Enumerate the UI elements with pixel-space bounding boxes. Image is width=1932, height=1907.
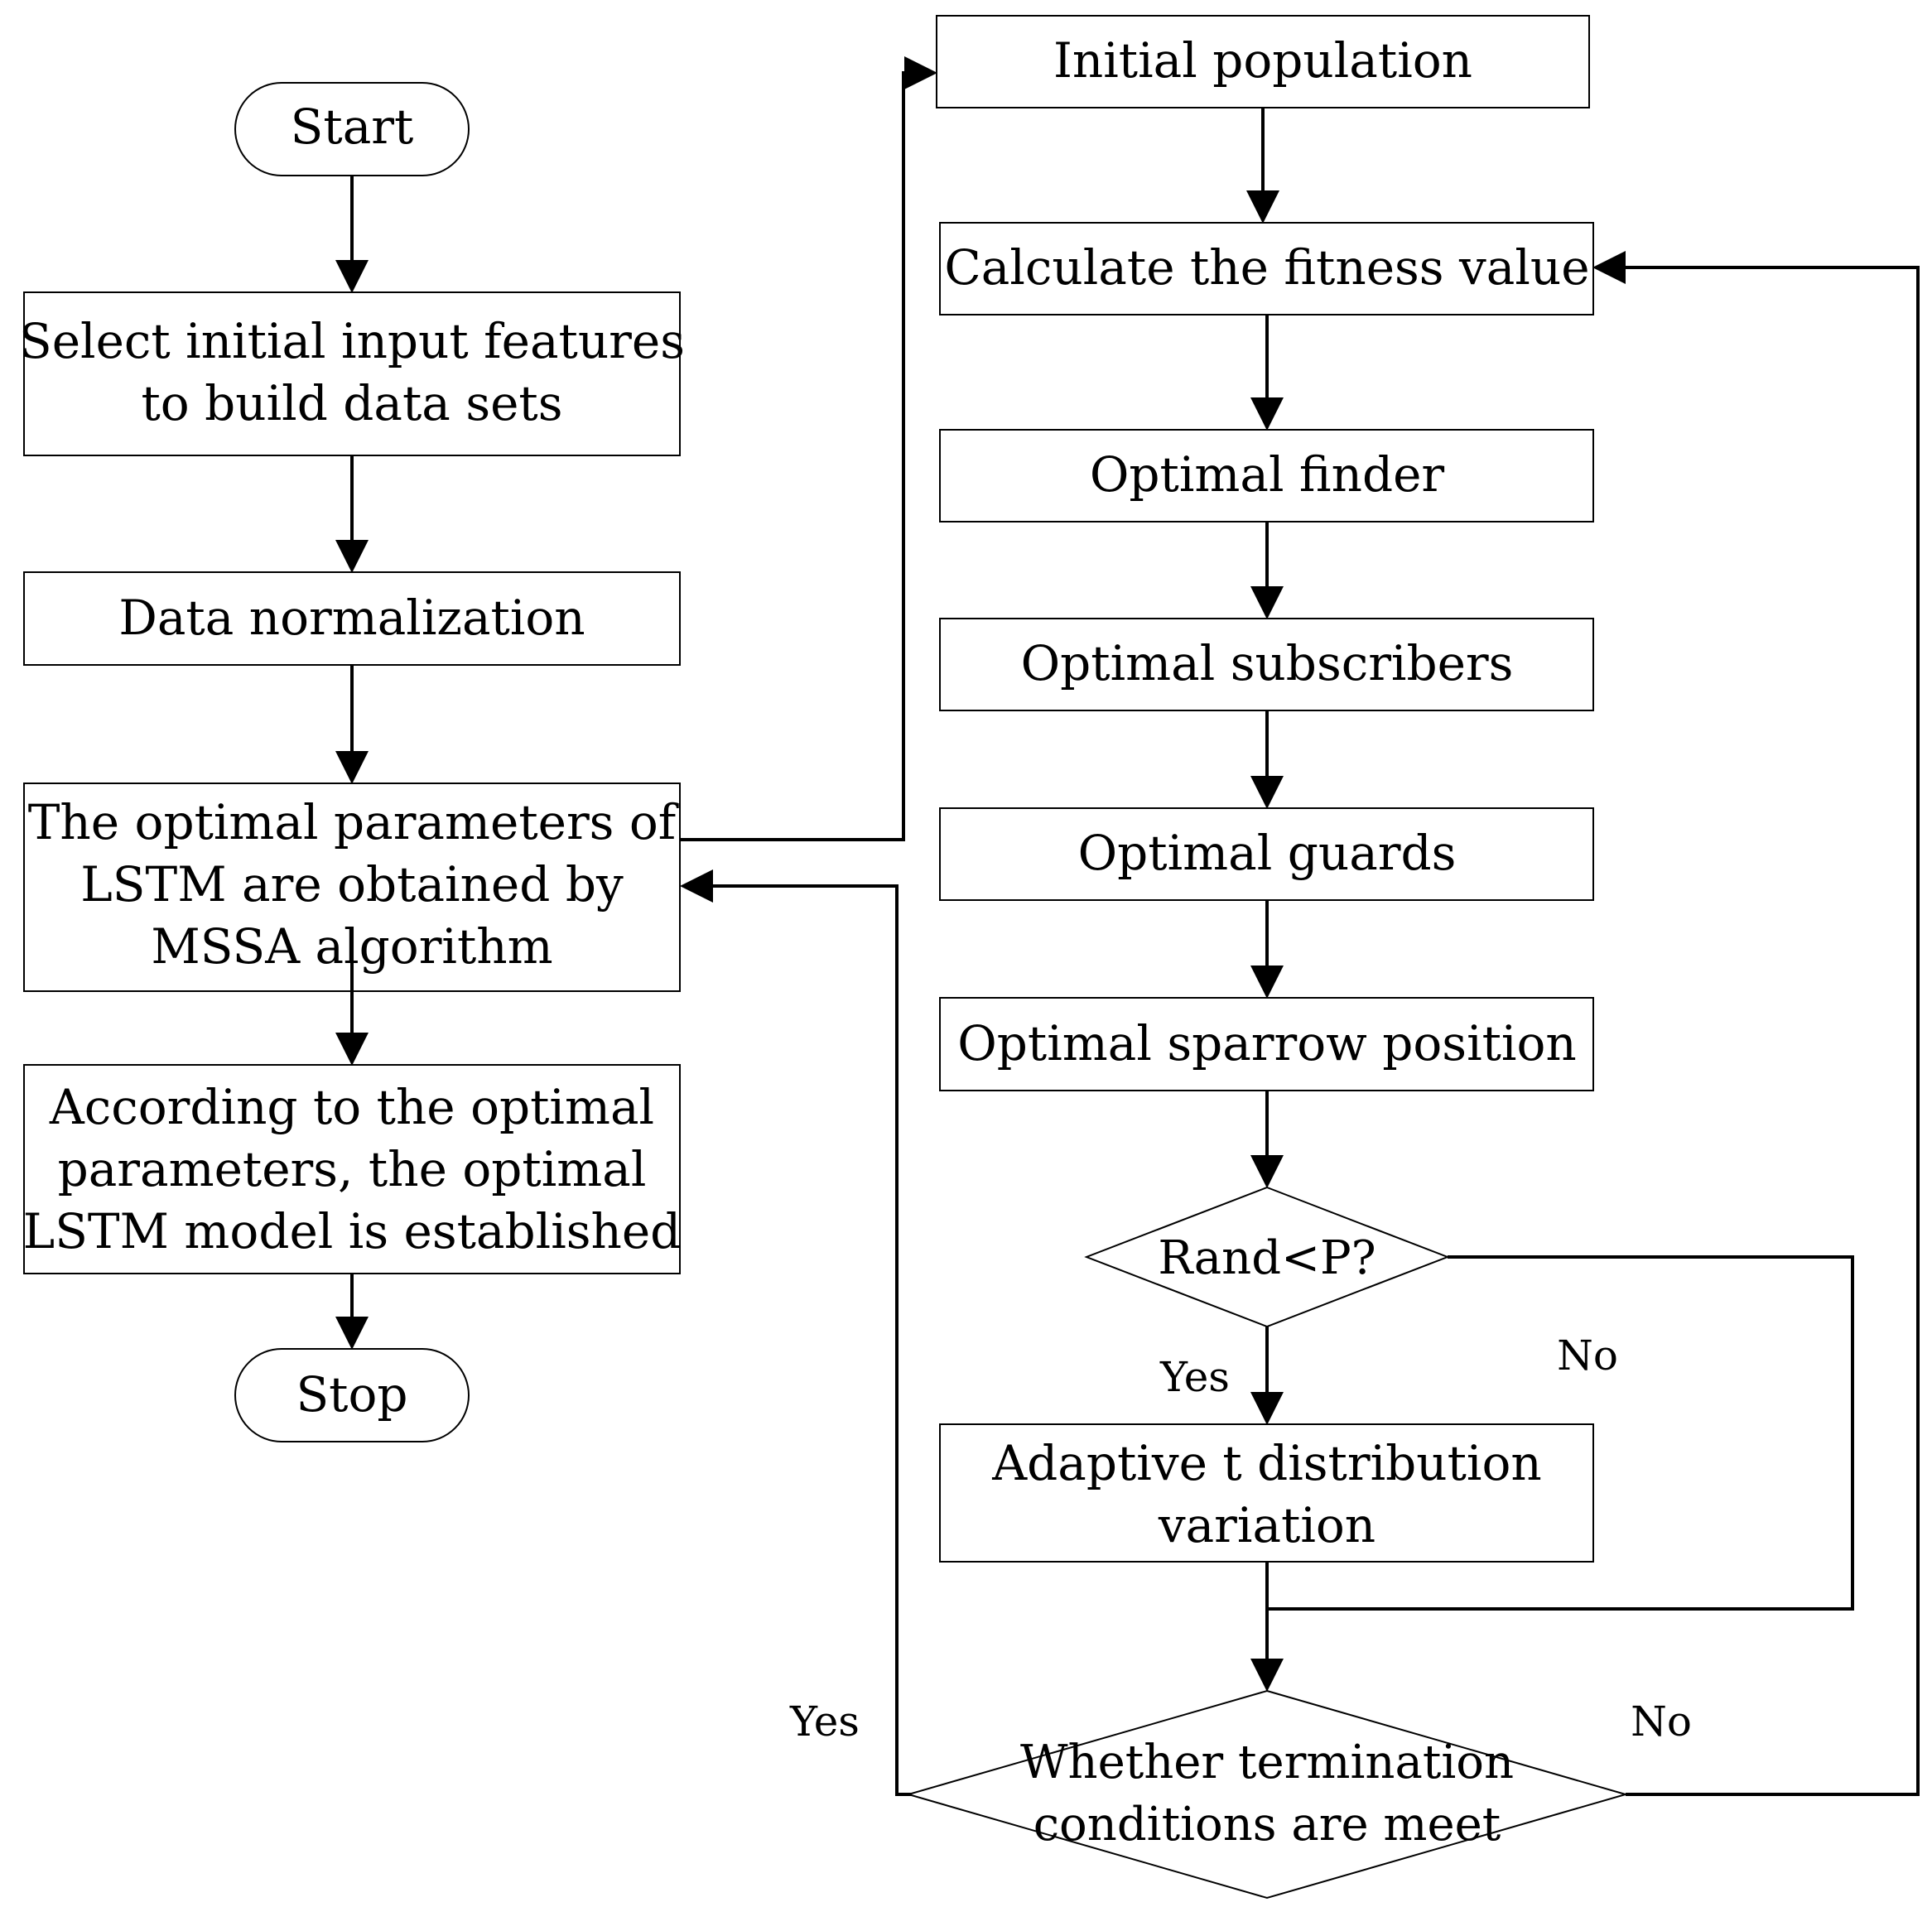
- rand-decision-label: Rand<P?: [1158, 1231, 1376, 1285]
- initial-population-box: Initial population: [936, 15, 1590, 108]
- initial-population-label: Initial population: [1053, 32, 1472, 89]
- adaptive-t-box: Adaptive t distribution variation: [939, 1423, 1594, 1563]
- select-features-line-1: Select initial input features: [19, 313, 685, 369]
- select-features-box: Select initial input features to build d…: [19, 291, 685, 456]
- termination-line-2: conditions are meet: [1033, 1798, 1501, 1852]
- data-normalization-label: Data normalization: [118, 590, 585, 646]
- connector-rand-no: [1267, 1255, 1854, 1611]
- optimal-finder-label: Optimal finder: [1090, 446, 1445, 503]
- establish-line-3: LSTM model is established: [23, 1203, 682, 1259]
- connector-termination-yes-to-mssa: [680, 869, 912, 1796]
- optimal-finder-box: Optimal finder: [939, 429, 1594, 522]
- establish-model-box: According to the optimal parameters, the…: [23, 1064, 682, 1274]
- mssa-line-2: LSTM are obtained by: [80, 856, 624, 913]
- start-terminal: Start: [234, 82, 470, 176]
- calculate-fitness-box: Calculate the fitness value: [939, 222, 1594, 315]
- rand-yes-label: Yes: [1159, 1353, 1230, 1401]
- stop-label: Stop: [296, 1366, 407, 1423]
- select-features-line-2: to build data sets: [141, 375, 562, 431]
- mssa-line-1: The optimal parameters of: [28, 794, 679, 850]
- stop-terminal: Stop: [234, 1348, 470, 1442]
- connector-mssa-to-initial-population: [680, 56, 937, 841]
- adaptive-t-line-1: Adaptive t distribution: [991, 1435, 1542, 1491]
- termination-no-label: No: [1631, 1698, 1692, 1746]
- optimal-guards-label: Optimal guards: [1078, 825, 1457, 881]
- establish-line-2: parameters, the optimal: [58, 1141, 647, 1197]
- termination-line-1: Whether termination: [1020, 1736, 1514, 1789]
- rand-no-label: No: [1557, 1332, 1618, 1380]
- optimal-guards-box: Optimal guards: [939, 807, 1594, 901]
- establish-line-1: According to the optimal: [49, 1079, 654, 1135]
- connector-termination-no-to-fitness: [1592, 251, 1920, 1796]
- termination-decision-diamond: Whether termination conditions are meet: [905, 1689, 1629, 1900]
- adaptive-t-line-2: variation: [1158, 1497, 1376, 1553]
- calculate-fitness-label: Calculate the fitness value: [944, 239, 1589, 296]
- optimal-subscribers-box: Optimal subscribers: [939, 618, 1594, 711]
- termination-yes-label: Yes: [789, 1698, 860, 1746]
- start-label: Start: [291, 99, 414, 155]
- data-normalization-box: Data normalization: [23, 571, 681, 666]
- optimal-subscribers-label: Optimal subscribers: [1021, 635, 1514, 691]
- optimal-sparrow-box: Optimal sparrow position: [939, 997, 1594, 1091]
- rand-decision-diamond: Rand<P?: [1084, 1186, 1450, 1328]
- optimal-sparrow-label: Optimal sparrow position: [957, 1015, 1577, 1071]
